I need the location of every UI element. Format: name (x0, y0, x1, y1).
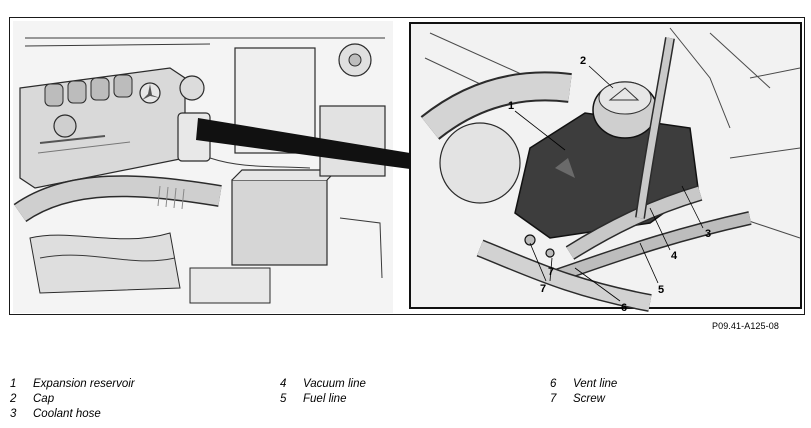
legend-item: 7 Screw (550, 392, 617, 407)
zoom-wedge (196, 118, 410, 169)
legend-label: Screw (573, 393, 605, 405)
legend-number: 2 (10, 393, 17, 405)
legend-item: 1 Expansion reservoir (10, 377, 135, 392)
figure-reference: P09.41-A125-08 (712, 321, 779, 331)
legend-number: 6 (550, 378, 557, 390)
legend-label: Expansion reservoir (33, 378, 135, 390)
screw-shape (524, 234, 536, 246)
legend-number: 1 (10, 378, 17, 390)
callout-1: 1 (508, 100, 514, 112)
legend-item: 4 Vacuum line (280, 377, 366, 392)
legend-number: 3 (10, 408, 17, 420)
callout-4: 4 (671, 250, 678, 262)
legend-number: 7 (550, 393, 557, 405)
legend-label: Vacuum line (303, 378, 366, 390)
legend-label: Fuel line (303, 393, 347, 405)
legend-column-1: 1 Expansion reservoir 2 Cap 3 Coolant hose (10, 377, 135, 422)
legend-item: 5 Fuel line (280, 392, 366, 407)
legend-label: Vent line (573, 378, 618, 390)
detail-panel (409, 22, 802, 312)
callout-7a: 7 (540, 283, 546, 295)
overview-panel (13, 21, 393, 313)
legend-column-3: 6 Vent line 7 Screw (550, 377, 617, 407)
legend-item: 3 Coolant hose (10, 407, 135, 422)
oil-cap-icon (53, 114, 77, 138)
engine-illustration: 1 2 3 4 5 6 7 7 (9, 17, 805, 315)
engine-bay-drawing: 1 2 3 4 5 6 7 7 (13, 21, 802, 314)
callout-3: 3 (705, 228, 711, 240)
legend-number: 5 (280, 393, 287, 405)
legend-column-2: 4 Vacuum line 5 Fuel line (280, 377, 366, 407)
legend-item: 6 Vent line (550, 377, 617, 392)
legend-label: Coolant hose (33, 408, 101, 420)
callout-7b: 7 (548, 266, 554, 278)
legend-item: 2 Cap (10, 392, 135, 407)
callout-6: 6 (621, 302, 627, 314)
callout-5: 5 (658, 284, 664, 296)
callout-2: 2 (580, 55, 586, 67)
legend-label: Cap (33, 393, 55, 405)
legend-number: 4 (280, 378, 287, 390)
